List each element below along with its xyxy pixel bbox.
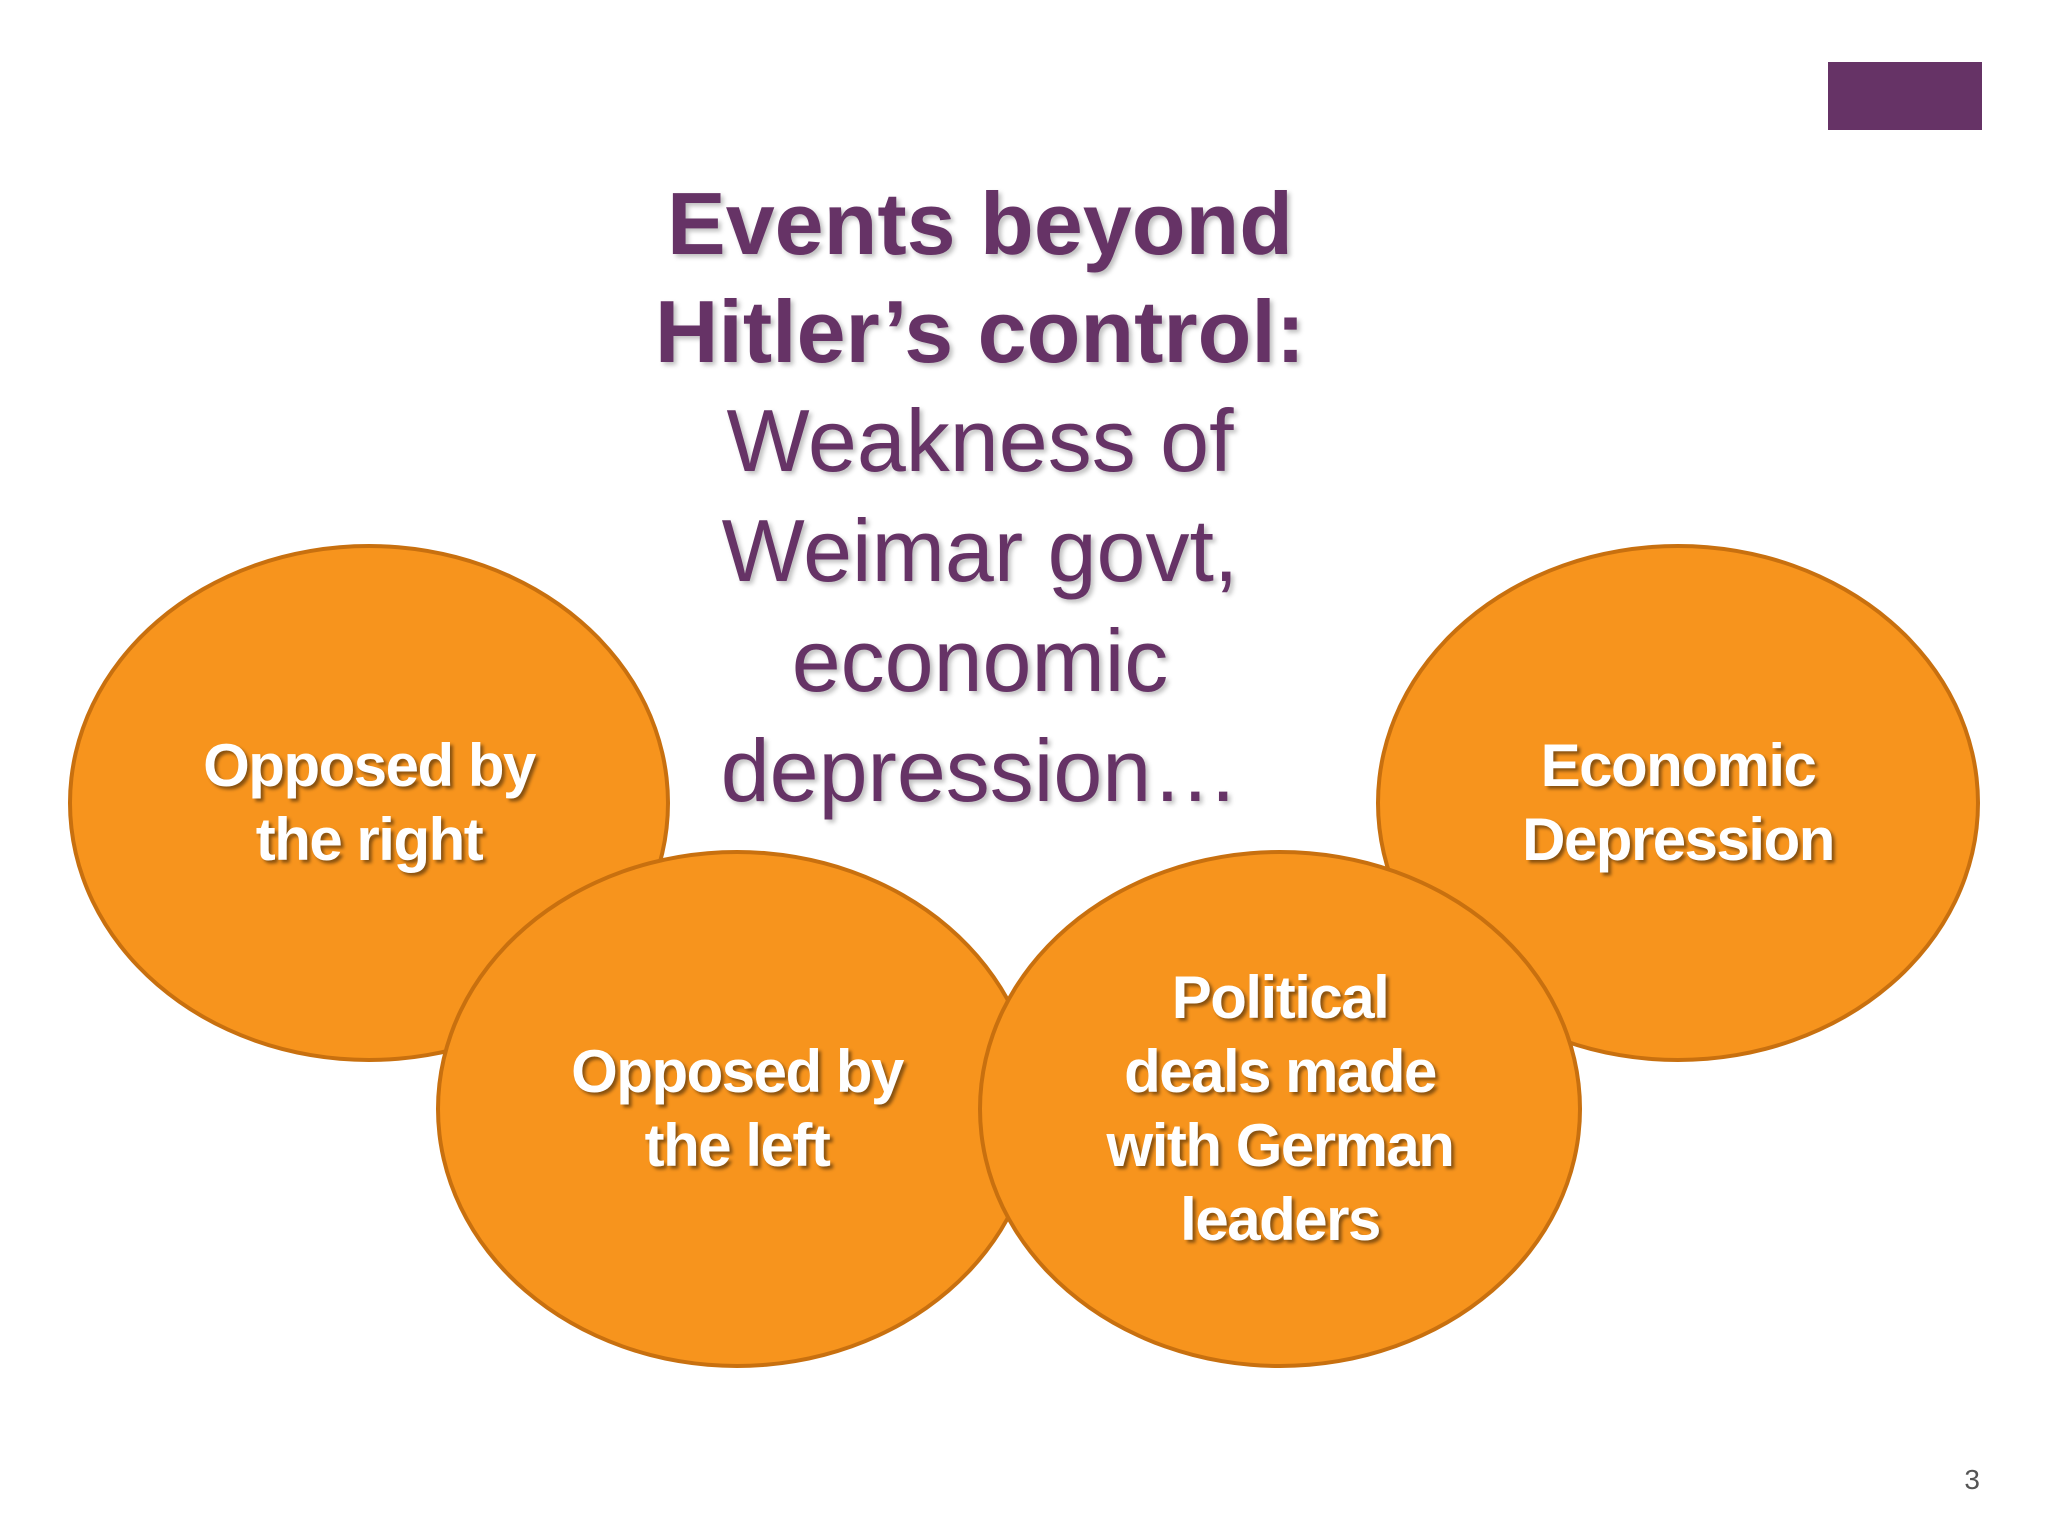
- bubble-opposed-left: Opposed by the left: [436, 850, 1038, 1368]
- title-subheading: Weakness of Weimar govt, economic depres…: [720, 391, 1240, 820]
- bubble-opposed-right-label: Opposed by the right: [203, 732, 536, 873]
- bubble-economic-depression-label: Economic Depression: [1522, 732, 1835, 873]
- bubble-economic-depression: Economic Depression: [1376, 544, 1980, 1062]
- slide-title: Events beyond Hitler’s control: Weakness…: [520, 170, 1440, 826]
- bubble-political-deals: Political deals made with German leaders: [978, 850, 1582, 1368]
- accent-bar: [1828, 62, 1982, 130]
- bubble-opposed-left-label: Opposed by the left: [571, 1038, 904, 1179]
- bubble-political-deals-label: Political deals made with German leaders: [1106, 964, 1455, 1253]
- page-number: 3: [1964, 1464, 1980, 1495]
- title-heading: Events beyond Hitler’s control:: [654, 174, 1306, 381]
